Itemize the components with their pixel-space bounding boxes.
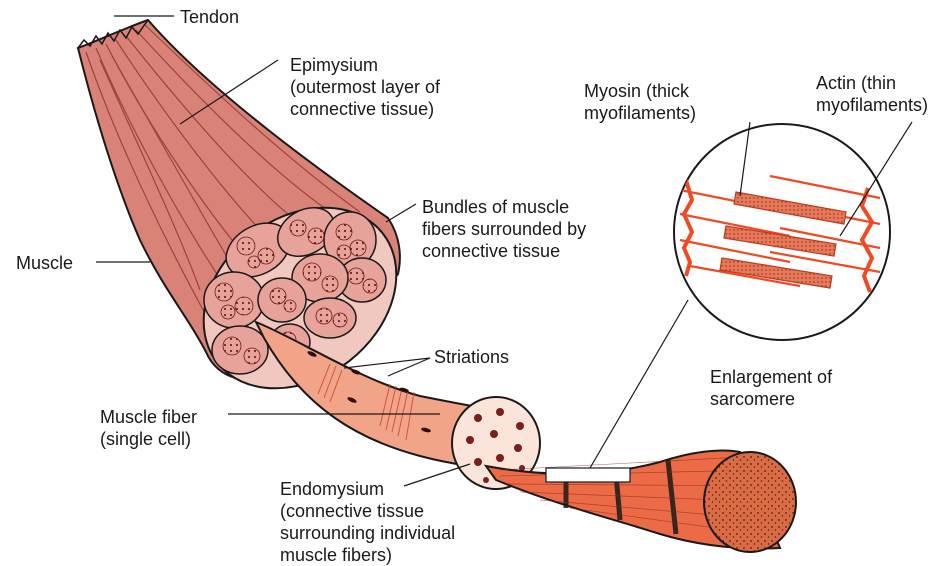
label-myosin-line1: Myosin (thick bbox=[584, 80, 696, 102]
label-epimysium-line2: (outermost layer of bbox=[290, 76, 440, 98]
sarcomere-enlargement bbox=[674, 124, 890, 340]
label-bundles-line3: connective tissue bbox=[422, 240, 586, 262]
label-enlargement: Enlargement of sarcomere bbox=[710, 366, 832, 410]
label-actin: Actin (thin myofilaments) bbox=[816, 72, 928, 116]
label-epimysium-line1: Epimysium bbox=[290, 54, 440, 76]
label-myosin: Myosin (thick myofilaments) bbox=[584, 80, 696, 124]
label-enlargement-line1: Enlargement of bbox=[710, 366, 832, 388]
label-endomysium-line1: Endomysium bbox=[280, 478, 455, 500]
label-epimysium: Epimysium (outermost layer of connective… bbox=[290, 54, 440, 120]
label-actin-line1: Actin (thin bbox=[816, 72, 928, 94]
label-bundles-line1: Bundles of muscle bbox=[422, 196, 586, 218]
label-tendon: Tendon bbox=[180, 6, 239, 28]
label-epimysium-line3: connective tissue) bbox=[290, 98, 440, 120]
label-endomysium-line2: (connective tissue bbox=[280, 500, 455, 522]
label-actin-line2: myofilaments) bbox=[816, 94, 928, 116]
label-enlargement-line2: sarcomere bbox=[710, 388, 832, 410]
label-myosin-line2: myofilaments) bbox=[584, 102, 696, 124]
label-endomysium-line4: muscle fibers) bbox=[280, 544, 455, 566]
label-muscle-fiber-line1: Muscle fiber bbox=[100, 406, 197, 428]
label-muscle-fiber-line2: (single cell) bbox=[100, 428, 197, 450]
label-bundles: Bundles of muscle fibers surrounded by c… bbox=[422, 196, 586, 262]
label-endomysium-line3: surrounding individual bbox=[280, 522, 455, 544]
label-bundles-line2: fibers surrounded by bbox=[422, 218, 586, 240]
label-endomysium: Endomysium (connective tissue surroundin… bbox=[280, 478, 455, 566]
label-muscle: Muscle bbox=[16, 252, 73, 274]
label-striations: Striations bbox=[434, 346, 509, 368]
label-muscle-fiber: Muscle fiber (single cell) bbox=[100, 406, 197, 450]
